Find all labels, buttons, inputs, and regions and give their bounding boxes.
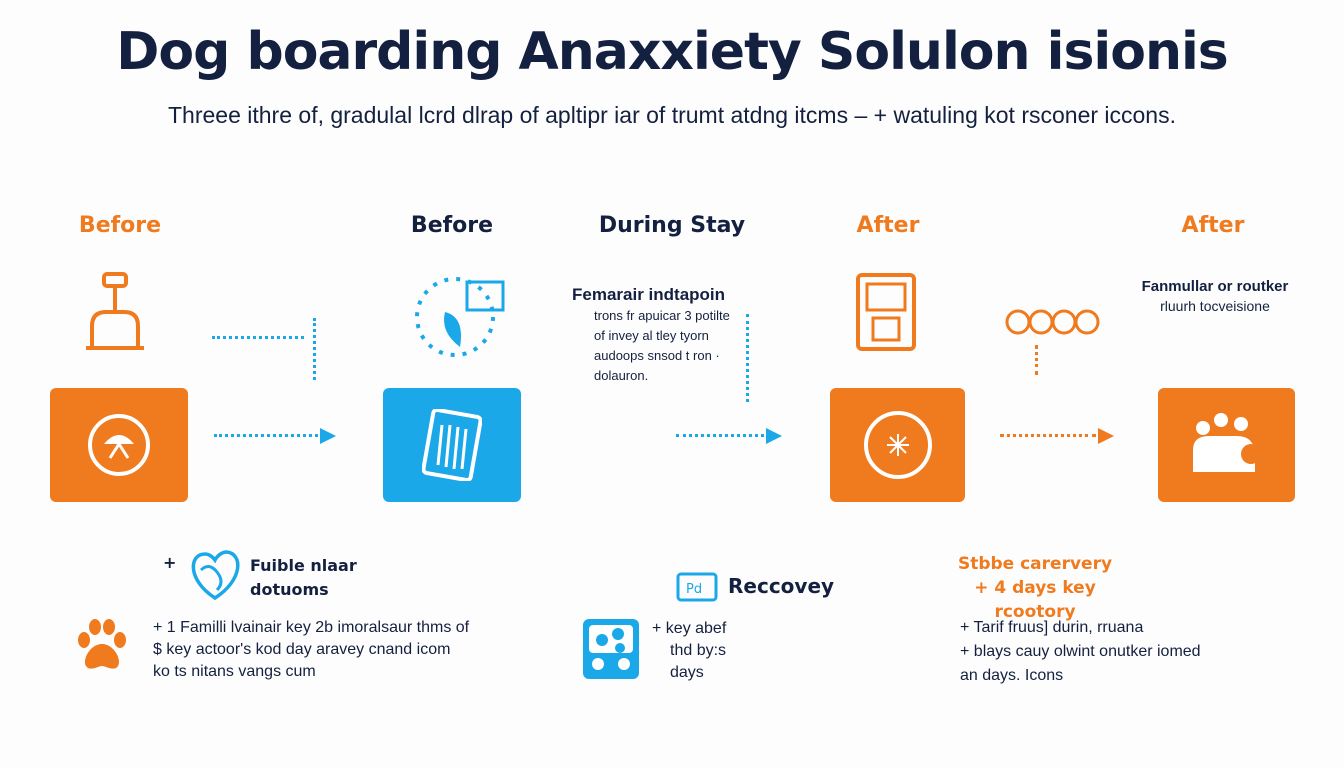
connector [313, 318, 316, 380]
right-title-line: + 4 days key rcootory [974, 578, 1096, 622]
during-note-line: audoops snsod t ron · [594, 348, 720, 363]
connector-arrow-line [214, 434, 318, 437]
stage-box-after [830, 388, 965, 502]
rings-icon [1005, 309, 1100, 335]
connector [1035, 345, 1038, 375]
text-line: ko ts nitans vangs cum [153, 663, 316, 680]
text-line: + key abef [652, 620, 727, 637]
page-title: Dog boarding Anaxxiety Solulon isionis [116, 22, 1228, 82]
dog-face-icon [88, 414, 150, 476]
right-section-text: + Tarif fruus] durin, rruana + blays cauy… [960, 616, 1201, 688]
left-title-line: Fuible nlaar [250, 556, 357, 575]
connector-arrow-line [676, 434, 764, 437]
right-section-title: Stbbe carervery + 4 days key rcootory [940, 552, 1130, 624]
stage-box-before-2 [383, 388, 521, 502]
after-note-title: Fanmullar or routker [1141, 278, 1289, 295]
heart-icon [191, 550, 240, 601]
plus-icon: + [163, 553, 177, 572]
monitor-icon: Pd [676, 572, 718, 602]
crate-icon [422, 409, 482, 481]
left-section-title: Fuible nlaar dotuoms [250, 554, 357, 602]
right-title-line: Stbbe carervery [957, 554, 1113, 574]
stage-label-after-2: After [1181, 213, 1245, 238]
after-note-line: rluurh tocveisione [1160, 298, 1270, 314]
svg-text:Pd: Pd [686, 582, 702, 597]
stage-label-after-1: After [856, 213, 920, 238]
dog-bed-icon [1192, 413, 1261, 472]
paw-icon [78, 619, 126, 669]
star-badge-icon [863, 411, 932, 479]
kennel-icon [86, 272, 144, 350]
text-line: + Tarif fruus] durin, rruana [960, 619, 1144, 636]
connector [746, 314, 749, 402]
during-note-title: Femarair indtapoin [572, 285, 726, 304]
mid-section-title: Reccovey [728, 574, 835, 598]
stage-label-during: During Stay [598, 213, 746, 238]
arrow-head-icon [766, 428, 782, 444]
left-section-text: + 1 Familli lvainair key 2b imoralsaur t… [153, 617, 469, 683]
text-line: + blays cauy olwint onutker iomed [960, 643, 1201, 660]
stage-label-before-1: Before [78, 213, 162, 238]
subtitle: Threee ithre of, gradulal lcrd dlrap of … [168, 102, 1176, 128]
dog-tag-icon [415, 277, 505, 357]
during-note-line: trons fr apuicar 3 potilte [594, 308, 730, 323]
text-line: + 1 Familli lvainair key 2b imoralsaur t… [153, 619, 470, 636]
during-note-line: dolauron. [594, 368, 649, 383]
text-line: days [670, 664, 704, 681]
connector-arrow-line [1000, 434, 1096, 437]
after-note: Fanmullar or routker rluurh tocveisione [1120, 276, 1310, 314]
phone-icon [856, 273, 916, 351]
arrow-head-icon [320, 428, 336, 444]
mid-section-text: + key abef thd by:s days [652, 618, 726, 684]
text-line: $ key actoor's kod day aravey cnand icom [153, 641, 451, 658]
during-note: Femarair indtapoin trons fr apuicar 3 po… [572, 284, 772, 386]
stage-box-before [50, 388, 188, 502]
text-line: an days. Icons [960, 667, 1064, 684]
paw-card-icon [583, 619, 639, 679]
connector [212, 336, 304, 339]
arrow-head-icon [1098, 428, 1114, 444]
during-note-line: of invey al tley tyorn [594, 328, 709, 343]
stage-box-after-2 [1158, 388, 1295, 502]
left-title-line: dotuoms [250, 580, 329, 599]
stage-label-before-2: Before [410, 213, 494, 238]
text-line: thd by:s [670, 642, 727, 659]
